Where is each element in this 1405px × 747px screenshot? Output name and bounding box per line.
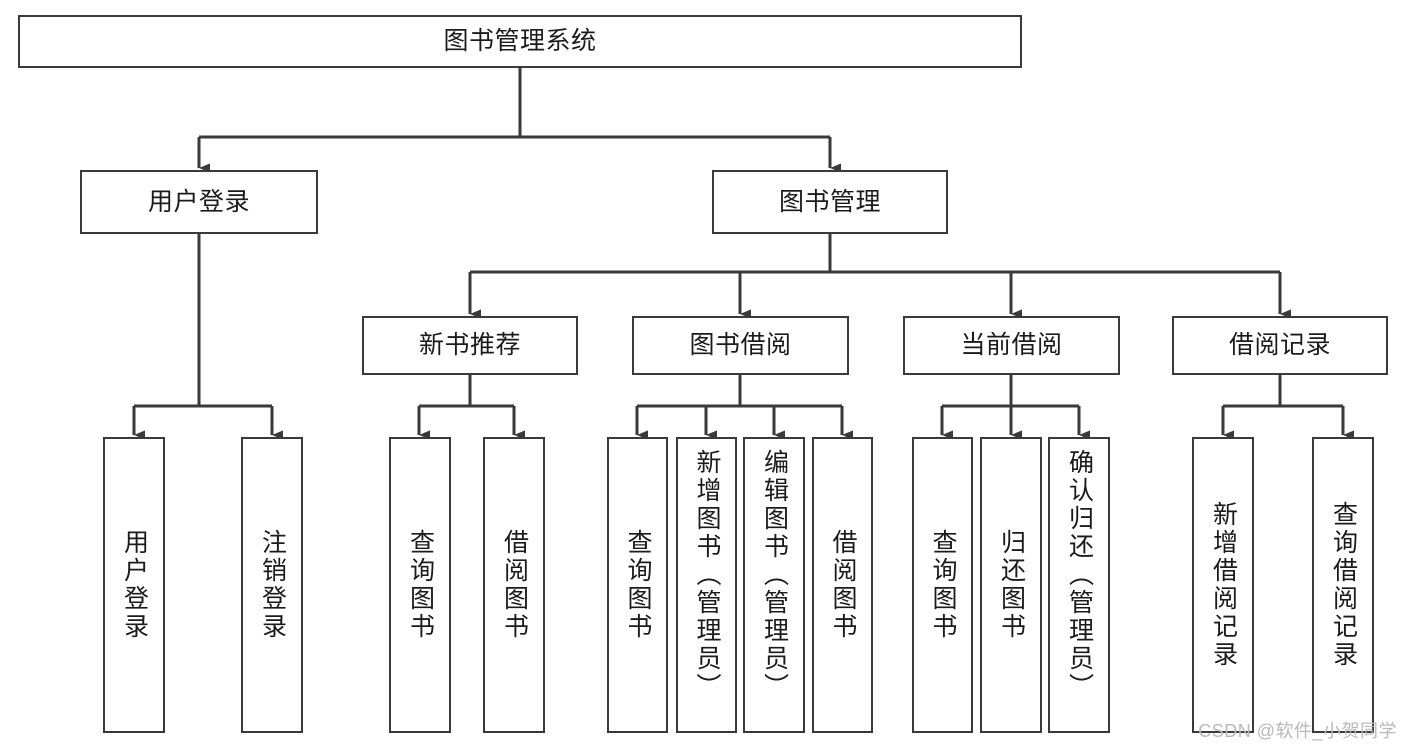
node-leaf-br-add-record[interactable]: 新增借阅记录 — [1192, 437, 1254, 733]
node-leaf-nb-query-book-label: 查询图书 — [406, 529, 435, 641]
node-leaf-bb-query-book[interactable]: 查询图书 — [607, 437, 668, 733]
node-leaf-bb-edit-book[interactable]: 编辑图书（管理员） — [743, 437, 805, 733]
node-leaf-user-logout[interactable]: 注销登录 — [241, 437, 303, 733]
node-leaf-bb-borrow-book-label: 借阅图书 — [829, 529, 857, 641]
node-book-borrow-label: 图书借阅 — [689, 331, 792, 360]
node-leaf-user-login-label: 用户登录 — [120, 529, 149, 641]
node-leaf-cb-confirm-return-label: 确认归还（管理员） — [1065, 449, 1094, 701]
node-book-manage[interactable]: 图书管理 — [712, 170, 948, 234]
node-new-book-recommend-label: 新书推荐 — [418, 331, 521, 360]
node-leaf-nb-borrow-book-label: 借阅图书 — [500, 529, 529, 641]
node-root-system[interactable]: 图书管理系统 — [18, 15, 1022, 68]
node-leaf-nb-query-book[interactable]: 查询图书 — [389, 437, 451, 733]
node-leaf-user-login[interactable]: 用户登录 — [103, 437, 165, 733]
node-leaf-br-query-record[interactable]: 查询借阅记录 — [1312, 437, 1374, 733]
node-leaf-br-add-record-label: 新增借阅记录 — [1209, 501, 1238, 669]
watermark-text: CSDN @软件_小贺同学 — [1198, 721, 1397, 741]
node-borrow-record-label: 借阅记录 — [1228, 331, 1331, 360]
node-root-system-label: 图书管理系统 — [443, 27, 597, 56]
node-current-borrow-label: 当前借阅 — [960, 331, 1063, 360]
node-borrow-record[interactable]: 借阅记录 — [1172, 316, 1388, 375]
node-leaf-nb-borrow-book[interactable]: 借阅图书 — [483, 437, 545, 733]
node-leaf-bb-add-book[interactable]: 新增图书（管理员） — [676, 437, 737, 733]
node-book-borrow[interactable]: 图书借阅 — [632, 316, 849, 375]
node-leaf-user-logout-label: 注销登录 — [258, 529, 287, 641]
node-leaf-bb-add-book-label: 新增图书（管理员） — [693, 449, 721, 701]
node-leaf-bb-edit-book-label: 编辑图书（管理员） — [760, 449, 789, 701]
node-leaf-cb-query-book-label: 查询图书 — [929, 529, 957, 641]
node-leaf-bb-borrow-book[interactable]: 借阅图书 — [812, 437, 873, 733]
node-leaf-bb-query-book-label: 查询图书 — [624, 529, 652, 641]
node-current-borrow[interactable]: 当前借阅 — [903, 316, 1120, 375]
node-leaf-cb-confirm-return[interactable]: 确认归还（管理员） — [1048, 437, 1110, 733]
node-book-manage-label: 图书管理 — [778, 187, 881, 216]
node-leaf-cb-return-book[interactable]: 归还图书 — [980, 437, 1042, 733]
node-new-book-recommend[interactable]: 新书推荐 — [362, 316, 578, 375]
node-user-login[interactable]: 用户登录 — [80, 170, 318, 234]
node-user-login-label: 用户登录 — [147, 187, 250, 216]
node-leaf-br-query-record-label: 查询借阅记录 — [1329, 501, 1358, 669]
node-leaf-cb-query-book[interactable]: 查询图书 — [912, 437, 973, 733]
node-leaf-cb-return-book-label: 归还图书 — [997, 529, 1026, 641]
